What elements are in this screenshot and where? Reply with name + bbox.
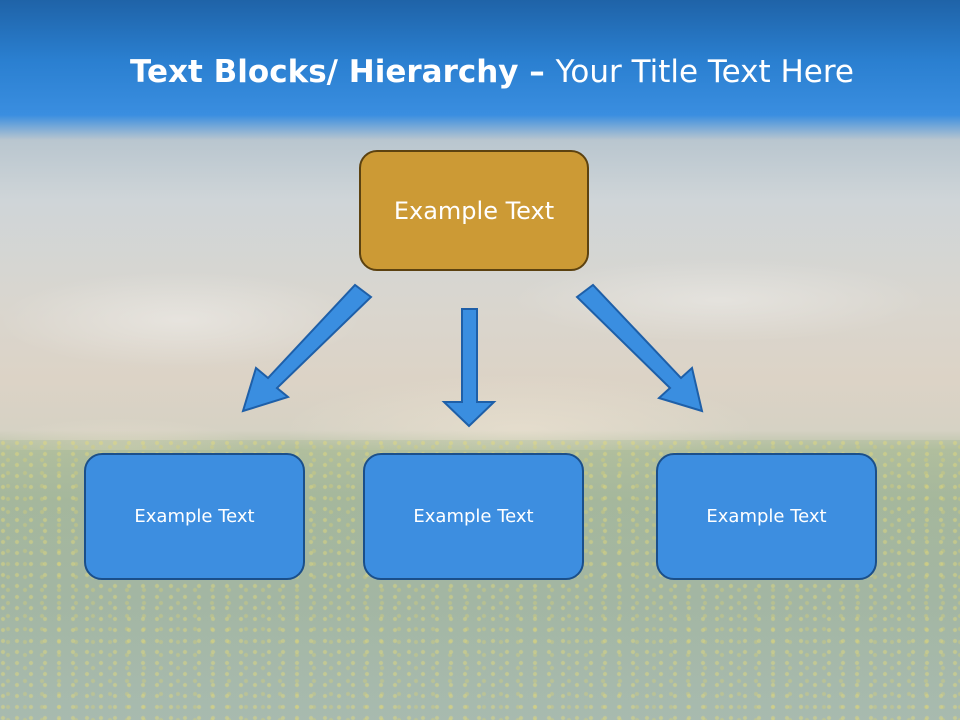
child-box-label: Example Text [706, 506, 827, 527]
child-box-label: Example Text [134, 506, 255, 527]
slide-title: Text Blocks/ Hierarchy – Your Title Text… [130, 54, 854, 90]
arrow-to-center-child [441, 308, 497, 428]
child-box-label: Example Text [413, 506, 534, 527]
child-box-center: Example Text [363, 453, 584, 580]
title-dash: – [518, 54, 556, 90]
title-bold-part: Text Blocks/ Hierarchy [130, 54, 519, 90]
title-regular-part: Your Title Text Here [555, 54, 854, 90]
arrow-to-left-child [241, 283, 373, 413]
arrow-to-right-child [575, 283, 704, 413]
root-box: Example Text [359, 150, 589, 271]
root-box-label: Example Text [393, 196, 555, 225]
child-box-left: Example Text [84, 453, 305, 580]
child-box-right: Example Text [656, 453, 877, 580]
